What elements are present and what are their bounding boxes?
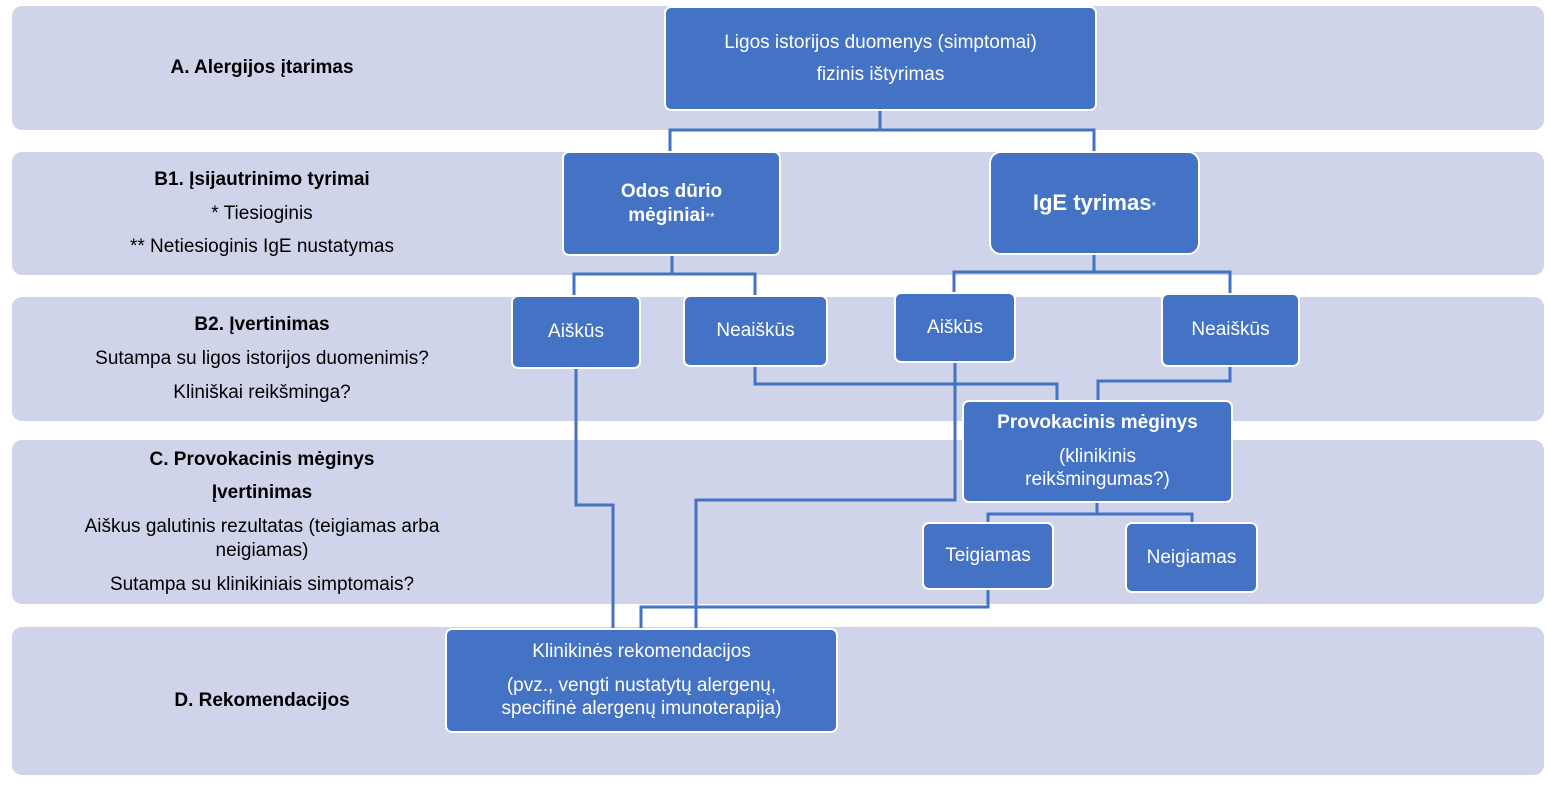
- row-b2-line1: Sutampa su ligos istorijos duomenimis?: [95, 348, 429, 370]
- row-b2-line2: Kliniškai reikšminga?: [173, 381, 351, 403]
- negative-box: Neigiamas: [1125, 522, 1258, 593]
- connector-skin-to-unclear: [672, 272, 757, 296]
- provocation-line1: (klinikinis reikšmingumas?): [1025, 445, 1170, 491]
- recommendations-box: Klinikinės rekomendacijos (pvz., vengti …: [445, 628, 838, 733]
- skin-prick-test-mark: **: [705, 209, 715, 224]
- row-c-line1: Aiškus galutinis rezultatas (teigiamas a…: [84, 516, 440, 561]
- skin-clear-label: Aiškūs: [548, 321, 604, 343]
- skin-prick-test-label: Odos dūrio mėginiai: [620, 180, 723, 226]
- ige-test-label: IgE tyrimas: [1032, 190, 1152, 216]
- ige-test-text-wrap: IgE tyrimas*: [1033, 189, 1156, 217]
- connector-ige-to-unclear: [1094, 270, 1232, 295]
- provocation-title: Provokacinis mėginys: [997, 411, 1198, 433]
- row-b1-line1: * Tiesioginis: [211, 202, 313, 224]
- connector-history-to-ige: [880, 128, 1096, 152]
- recommendations-line1: (pvz., vengti nustatytų alergenų, specif…: [501, 674, 782, 720]
- ige-unclear-box: Neaiškūs: [1161, 293, 1300, 367]
- row-c-line2: Sutampa su klinikiniais simptomais?: [109, 573, 415, 595]
- row-d-title: D. Rekomendacijos: [174, 690, 350, 712]
- row-b2-title: B2. Įvertinimas: [194, 314, 330, 336]
- ige-clear-label: Aiškūs: [927, 316, 983, 338]
- ige-test-mark: *: [1151, 199, 1157, 214]
- skin-prick-test-box: Odos dūrio mėginiai**: [562, 151, 781, 256]
- row-a-label: A. Alergijos įtarimas: [12, 6, 512, 130]
- row-c-label: C. Provokacinis mėginys Įvertinimas Aišk…: [12, 440, 512, 604]
- row-b1-title: B1. Įsijautrinimo tyrimai: [154, 168, 370, 190]
- row-c-title: C. Provokacinis mėginys: [149, 448, 375, 470]
- ige-clear-box: Aiškūs: [894, 292, 1016, 363]
- recommendations-title: Klinikinės rekomendacijos: [532, 640, 751, 662]
- skin-prick-test-text-wrap: Odos dūrio mėginiai**: [597, 180, 747, 228]
- row-c-subtitle: Įvertinimas: [211, 482, 313, 504]
- history-line2: fizinis ištyrimas: [816, 63, 945, 85]
- ige-test-box: IgE tyrimas*: [989, 151, 1200, 255]
- row-b1-line2: ** Netiesioginis IgE nustatymas: [129, 236, 394, 258]
- ige-unclear-label: Neaiškūs: [1191, 319, 1270, 341]
- history-line1: Ligos istorijos duomenys (simptomai): [724, 31, 1037, 53]
- negative-label: Neigiamas: [1146, 546, 1237, 568]
- positive-box: Teigiamas: [922, 522, 1054, 590]
- skin-unclear-label: Neaiškūs: [716, 320, 795, 342]
- skin-clear-box: Aiškūs: [511, 295, 641, 369]
- row-b2-label: B2. Įvertinimas Sutampa su ligos istorij…: [12, 297, 512, 421]
- row-b1-label: B1. Įsijautrinimo tyrimai * Tiesioginis …: [12, 152, 512, 275]
- row-a-title: A. Alergijos įtarimas: [170, 57, 354, 79]
- skin-unclear-box: Neaiškūs: [683, 295, 828, 367]
- positive-label: Teigiamas: [945, 545, 1031, 567]
- history-box: Ligos istorijos duomenys (simptomai) fiz…: [664, 6, 1097, 111]
- row-d-label: D. Rekomendacijos: [12, 627, 512, 775]
- provocation-test-box: Provokacinis mėginys (klinikinis reikšmi…: [962, 400, 1233, 503]
